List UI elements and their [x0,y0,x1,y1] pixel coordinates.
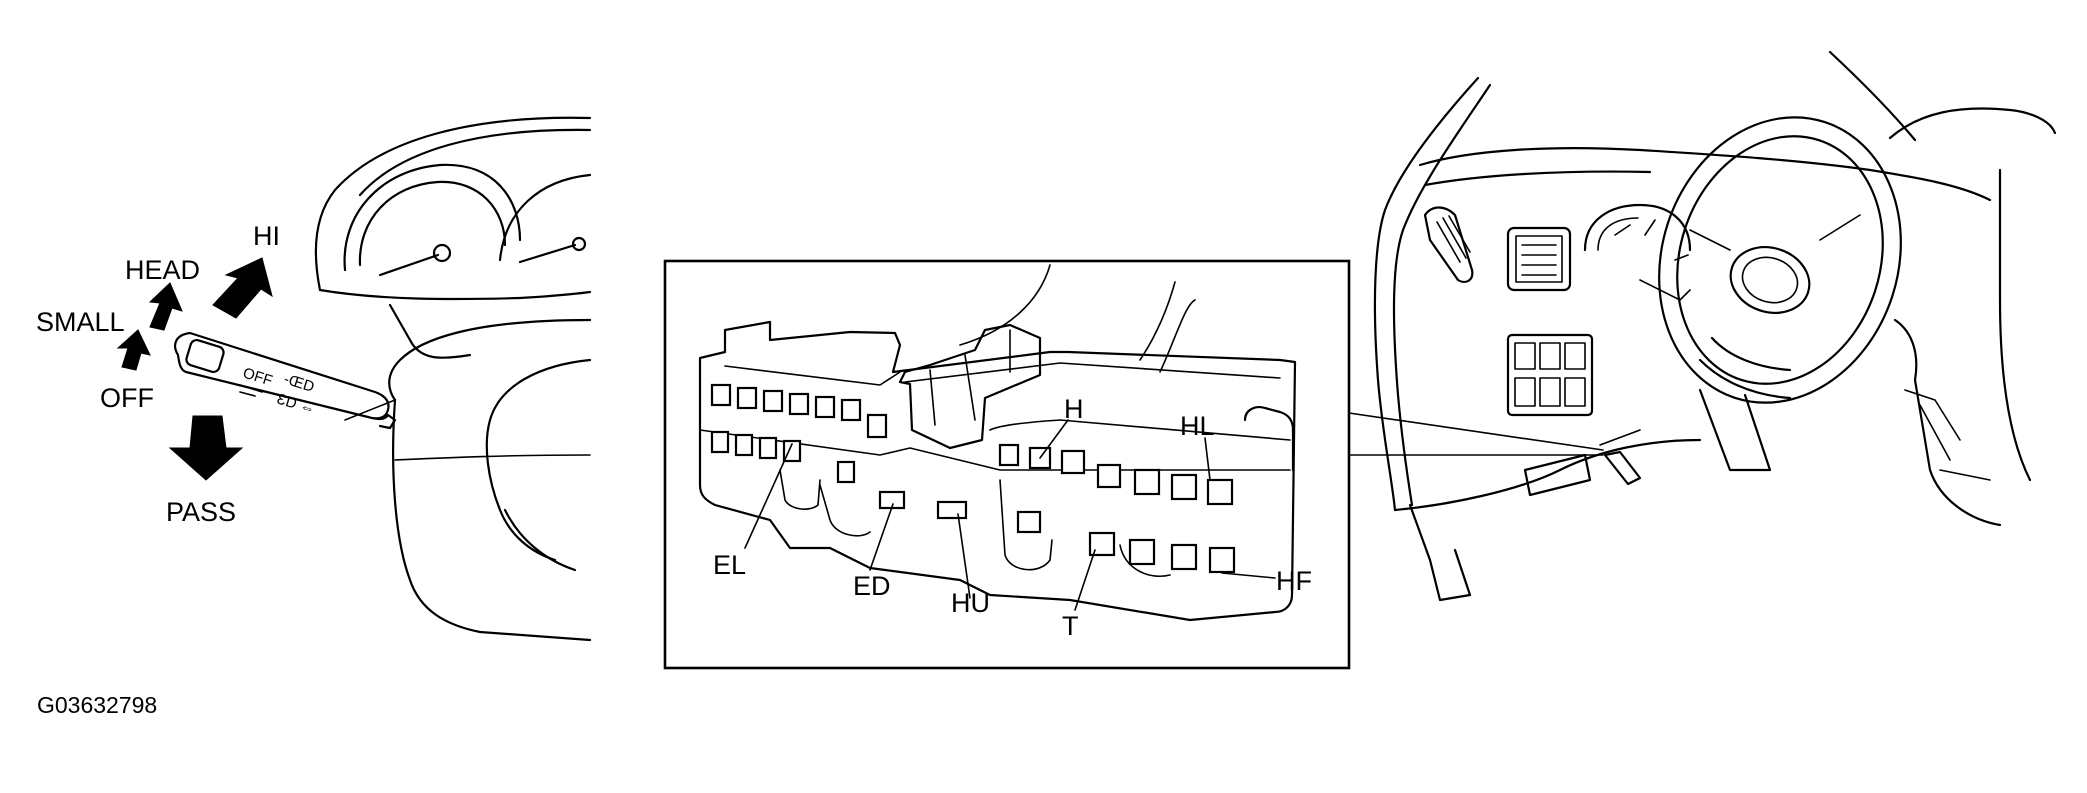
pin-row-top-right [998,443,1234,506]
instrument-cluster-drawing [314,116,592,642]
small-arrow-icon [116,329,151,371]
pin-row-bottom-left [710,430,856,484]
terminal-label-h: H [1064,394,1084,424]
hi-arrow-icon [212,257,273,319]
pass-arrow-icon [168,415,244,481]
terminal-label-ed: ED [853,571,891,601]
terminal-label-el: EL [713,550,746,580]
head-arrow-icon [148,282,183,331]
pin-row-top-left [710,383,888,439]
vehicle-interior-drawing [1373,50,2057,602]
label-head: HEAD [125,255,200,285]
switch-position-labels: HI HEAD SMALL OFF PASS [36,221,280,527]
terminal-label-hf: HF [1276,566,1312,596]
inset-frame [663,259,1351,670]
label-hi: HI [253,221,280,251]
label-small: SMALL [36,307,125,337]
connector-inset: H HL EL ED HU T HF [663,259,1351,670]
label-pass: PASS [166,497,236,527]
callout-line-top [1348,412,1604,451]
figure-reference-code: G03632798 [37,692,157,718]
label-off: OFF [100,383,154,413]
switch-arrows [116,257,273,481]
terminal-label-hu: HU [951,588,990,618]
terminal-labels: H HL EL ED HU T HF [713,394,1312,641]
pin-row-bottom-right [878,490,1236,574]
terminal-label-t: T [1062,611,1079,641]
terminal-leader-lines [744,419,1276,611]
terminal-label-hl: HL [1180,411,1215,441]
